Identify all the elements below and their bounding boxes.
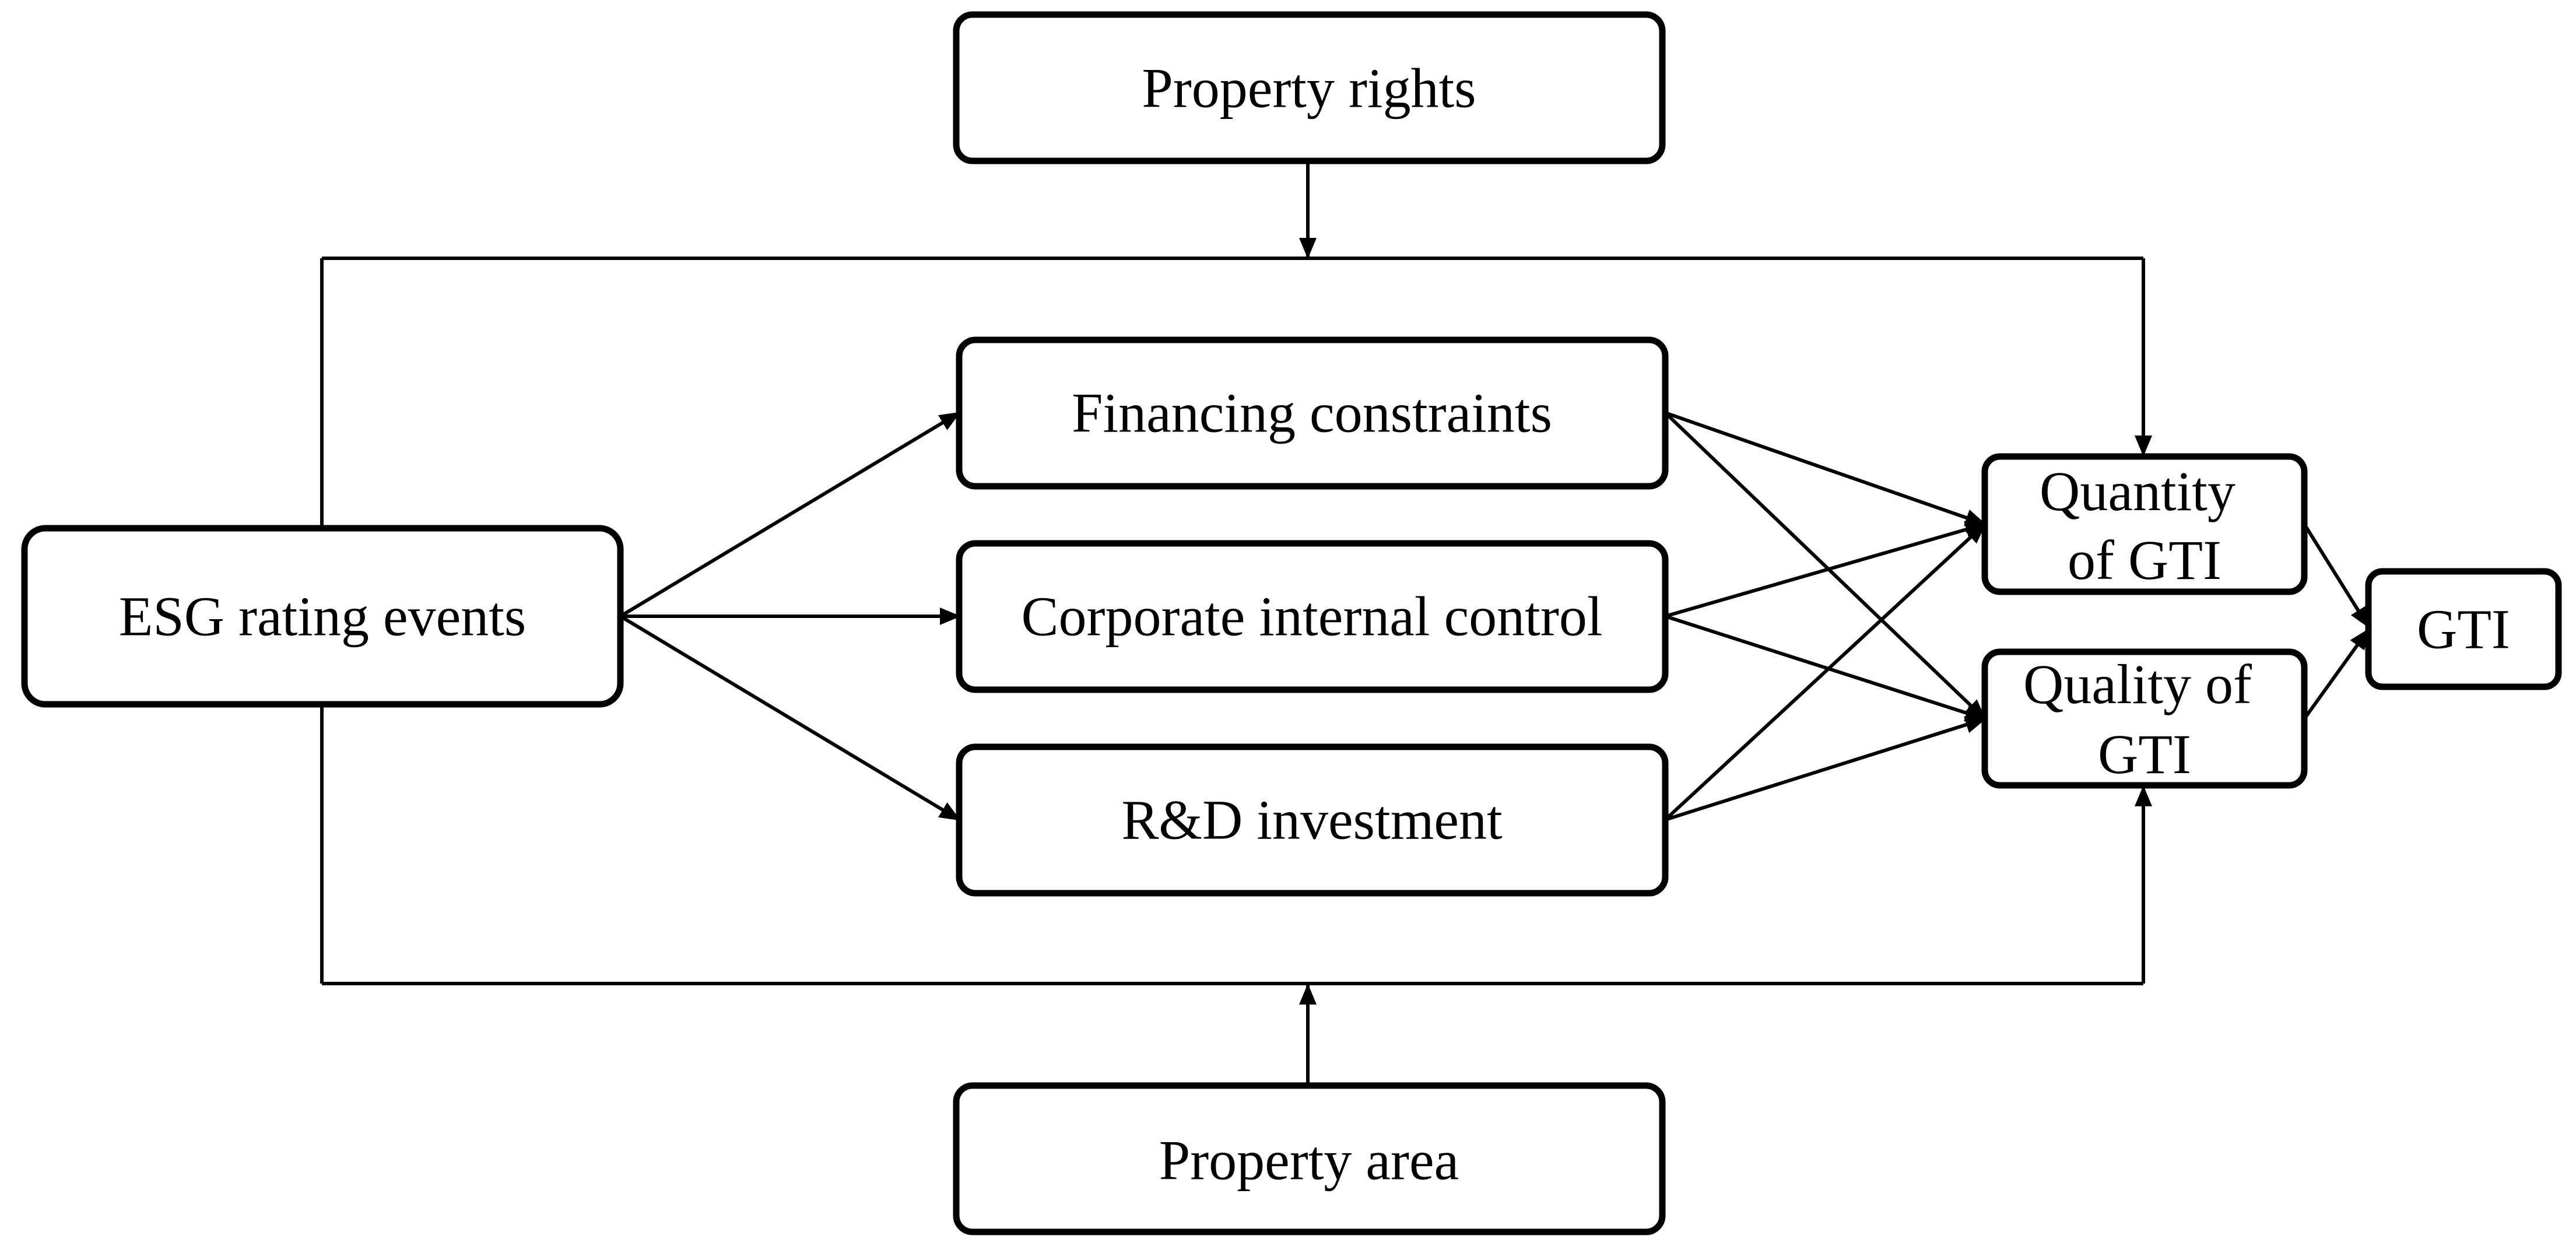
corporate-internal-control-box xyxy=(956,540,1669,693)
quantity-of-gti-label-line2: of GTI xyxy=(2068,529,2221,591)
corporate-internal-control-label: Corporate internal control xyxy=(1022,585,1603,648)
financing-to-quality-arrow xyxy=(1663,411,1987,721)
property-rights-node: Property rights xyxy=(953,11,1666,164)
quality-of-gti-node: Quality of GTI xyxy=(1981,648,2308,789)
property-rights-label: Property rights xyxy=(1142,57,1476,120)
quality-of-gti-label-line2: GTI xyxy=(2098,723,2191,785)
property-rights-box xyxy=(953,11,1666,164)
esg-rating-events-node: ESG rating events xyxy=(21,525,624,708)
corporate-internal-control-node: Corporate internal control xyxy=(956,540,1669,693)
quantity-of-gti-node: Quantity of GTI xyxy=(1981,453,2308,595)
internal-control-to-quality-arrow xyxy=(1665,615,1987,722)
rd-investment-node: R&D investment xyxy=(956,743,1669,897)
gti-box xyxy=(2365,568,2562,690)
quality-to-gti-arrow xyxy=(2303,628,2370,720)
esg-rating-events-label: ESG rating events xyxy=(119,585,527,648)
financing-constraints-node: Financing constraints xyxy=(956,336,1669,490)
gti-label: GTI xyxy=(2417,598,2510,661)
rd-investment-box xyxy=(956,743,1669,897)
quantity-of-gti-box xyxy=(1981,453,2308,595)
financing-constraints-box xyxy=(956,336,1669,490)
quantity-of-gti-label-line1: Quantity xyxy=(2040,460,2235,522)
internal-control-to-quantity-arrow xyxy=(1665,521,1987,618)
property-area-label: Property area xyxy=(1159,1129,1459,1192)
esg-to-rd-arrow xyxy=(619,615,961,821)
quantity-to-gti-arrow xyxy=(2303,523,2370,628)
quality-of-gti-label-line1: Quality of xyxy=(2023,653,2252,715)
property-area-box xyxy=(953,1082,1666,1235)
rd-investment-label: R&D investment xyxy=(1121,789,1503,851)
financing-constraints-label: Financing constraints xyxy=(1072,382,1552,444)
moderation-frame xyxy=(320,257,2152,985)
property-area-node: Property area xyxy=(953,1082,1666,1235)
rd-to-quality-arrow xyxy=(1665,716,1987,821)
financing-to-quantity-arrow xyxy=(1665,411,1987,526)
quality-of-gti-label: Quality of GTI xyxy=(2023,653,2266,785)
quantity-of-gti-label: Quantity of GTI xyxy=(2040,460,2249,591)
gti-node: GTI xyxy=(2365,568,2562,690)
rd-to-quantity-arrow xyxy=(1663,522,1987,821)
esg-rating-events-box xyxy=(21,525,624,708)
esg-to-financing-arrow xyxy=(619,411,961,618)
quality-of-gti-box xyxy=(1981,648,2308,789)
